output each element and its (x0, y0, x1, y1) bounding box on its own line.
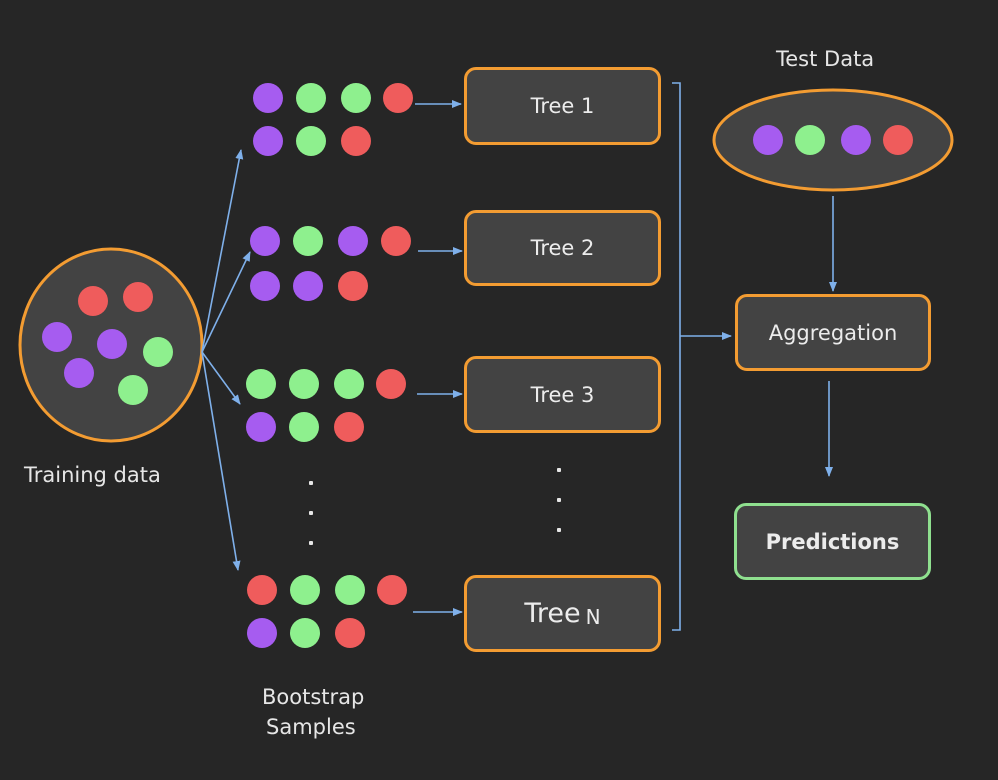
aggregation-box: Aggregation (735, 294, 931, 371)
training-points (42, 282, 173, 405)
aggregation-label: Aggregation (768, 320, 898, 345)
sample-point-red (381, 226, 411, 256)
ellipsis-dot (557, 528, 561, 532)
training-to-sample-arrows (201, 149, 251, 571)
sample-point-red (247, 575, 277, 605)
sample-point-red (334, 412, 364, 442)
arrow-to-sample-2 (201, 251, 251, 353)
training-point-red (123, 282, 153, 312)
test-points (753, 125, 913, 155)
sample-point-green (290, 575, 320, 605)
bootstrap-label-line1: Bootstrap (262, 685, 365, 709)
sample-point-green (296, 83, 326, 113)
sample-point-purple (247, 618, 277, 648)
ellipsis-dot (309, 481, 313, 485)
test-data-ellipse (712, 88, 954, 192)
sample-point-purple (246, 412, 276, 442)
ellipsis-dot (557, 468, 561, 472)
tree-1-box: Tree 1 (464, 67, 661, 145)
tree-3-box: Tree 3 (464, 356, 661, 433)
training-data-label: Training data (24, 463, 161, 487)
sample-point-red (376, 369, 406, 399)
trees-bracket (672, 82, 681, 631)
sample-point-green (289, 412, 319, 442)
arrow-to-sample-n (201, 351, 241, 571)
sample-point-red (335, 618, 365, 648)
sample-point-green (293, 226, 323, 256)
sample-to-tree-arrows (413, 100, 463, 616)
test-point-purple (841, 125, 871, 155)
predictions-label: Predictions (765, 529, 900, 554)
training-point-red (78, 286, 108, 316)
ellipsis-dot (557, 498, 561, 502)
predictions-box: Predictions (734, 503, 931, 580)
sample-point-purple (338, 226, 368, 256)
tree-n-label: Tree (524, 598, 581, 629)
sample-point-green (290, 618, 320, 648)
arrow-to-sample-1 (201, 149, 244, 353)
sample-point-purple (250, 226, 280, 256)
sample-point-green (296, 126, 326, 156)
ellipsis-dot (309, 511, 313, 515)
training-point-purple (97, 329, 127, 359)
arrow-to-sample-3 (201, 351, 241, 405)
test-data-label: Test Data (776, 47, 875, 71)
tree-1-label: Tree 1 (530, 94, 595, 118)
trees-ellipsis (557, 455, 561, 545)
sample-point-green (341, 83, 371, 113)
test-point-red (883, 125, 913, 155)
samples-ellipsis (309, 468, 313, 558)
sample-point-red (377, 575, 407, 605)
sample-point-purple (253, 83, 283, 113)
training-point-green (143, 337, 173, 367)
bootstrap-samples (246, 83, 413, 648)
sample-point-red (383, 83, 413, 113)
sample-point-purple (293, 271, 323, 301)
tree-2-label: Tree 2 (530, 236, 595, 260)
sample-point-green (334, 369, 364, 399)
sample-point-purple (250, 271, 280, 301)
tree-3-label: Tree 3 (530, 382, 595, 407)
training-point-green (118, 375, 148, 405)
training-point-purple (64, 358, 94, 388)
ellipsis-dot (309, 541, 313, 545)
tree-n-subscript: N (585, 604, 601, 629)
sample-point-green (335, 575, 365, 605)
test-point-purple (753, 125, 783, 155)
sample-point-green (246, 369, 276, 399)
sample-point-purple (253, 126, 283, 156)
test-point-green (795, 125, 825, 155)
sample-point-red (341, 126, 371, 156)
sample-point-red (338, 271, 368, 301)
tree-2-box: Tree 2 (464, 210, 661, 286)
training-point-purple (42, 322, 72, 352)
sample-point-green (289, 369, 319, 399)
bootstrap-label-line2: Samples (266, 715, 356, 739)
